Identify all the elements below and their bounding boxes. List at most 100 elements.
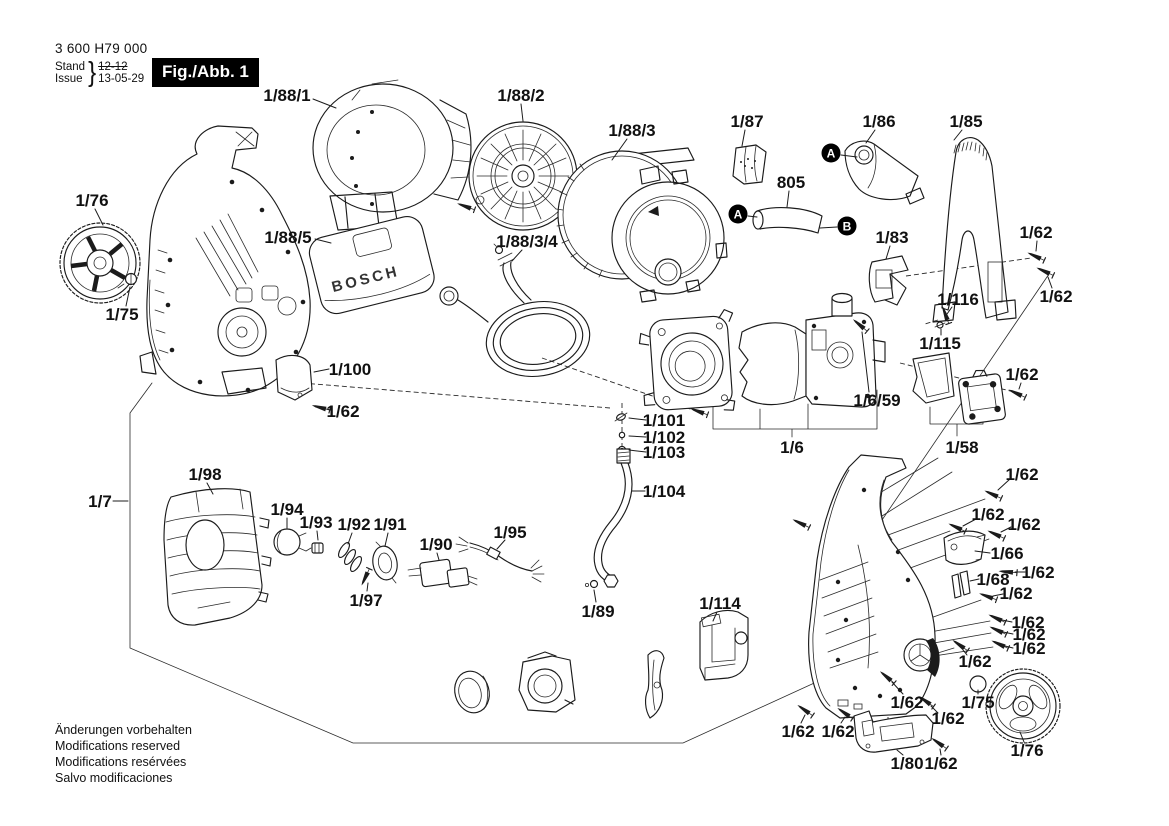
part-label-1-75: 1/75: [961, 693, 994, 712]
leader-line: [125, 286, 131, 307]
leader-line: [939, 748, 942, 756]
part-seal-101: [614, 412, 628, 422]
part-label-1-93: 1/93: [299, 513, 332, 532]
marker-letter: A: [827, 147, 836, 161]
part-label-1-91: 1/91: [373, 515, 406, 534]
part-label-1-88-1: 1/88/1: [263, 86, 310, 105]
part-clip-68: [951, 570, 971, 599]
part-ring-81: [454, 670, 490, 714]
part-label-1-62: 1/62: [821, 722, 854, 741]
part-label-1-104: 1/104: [643, 482, 686, 501]
part-label-1-94: 1/94: [270, 500, 304, 519]
part-motor-flange: [638, 309, 736, 411]
part-cover-100: [275, 354, 313, 401]
leader-line: [1002, 631, 1014, 635]
issue-date: 13-05-29: [98, 73, 145, 86]
part-drum: [555, 147, 728, 303]
part-label-1-62: 1/62: [1005, 365, 1038, 384]
part-label-1-62: 1/62: [1012, 639, 1045, 658]
leader-line: [885, 245, 891, 260]
part-washer-89: [585, 579, 599, 589]
part-label-1-115: 1/115: [919, 334, 961, 353]
connection-markers: A A B: [728, 143, 857, 236]
stand-label: Stand: [55, 61, 86, 74]
part-label-1-62: 1/62: [1039, 287, 1072, 306]
part-right-housing: [808, 454, 940, 719]
leader-line: [313, 368, 330, 373]
part-label-805: 805: [777, 173, 805, 192]
leader-line: [312, 98, 337, 109]
header-block: 3 600 H79 000 Stand Issue } 12-12 13-05-…: [55, 41, 147, 88]
part-handle-frame: [932, 137, 1017, 323]
leader-line: [930, 705, 939, 714]
part-label-1-86: 1/86: [862, 112, 895, 131]
part-label-1-62: 1/62: [1021, 563, 1054, 582]
part-label-1-62: 1/62: [1012, 625, 1045, 644]
leader-line: [712, 611, 718, 622]
marker-circle-B: [837, 216, 857, 236]
part-seal-102: [618, 431, 626, 439]
part-label-1-76: 1/76: [1010, 741, 1043, 760]
part-clamp-114: [699, 609, 749, 681]
leader-line: [366, 582, 369, 592]
part-coiled-hose: [439, 243, 591, 378]
marker-letter: B: [843, 220, 852, 234]
part-washer-115: [934, 321, 946, 329]
part-lance-tube: [593, 448, 633, 588]
part-label-1-62: 1/62: [326, 402, 359, 421]
part-label-1-62: 1/62: [971, 505, 1004, 524]
leader-line: [840, 716, 846, 724]
part-label-1-80: 1/80: [890, 754, 923, 773]
part-wheel-right: [985, 668, 1061, 744]
part-label-1-6: 1/6: [780, 438, 804, 457]
part-label-1-62: 1/62: [1005, 465, 1038, 484]
leader-line: [865, 129, 876, 144]
leader-line: [436, 552, 440, 561]
leader-line: [611, 138, 628, 161]
leader-line: [891, 681, 904, 695]
leader-line: [974, 550, 991, 554]
part-handle-grip: [844, 140, 925, 205]
leader-line: [1001, 619, 1013, 623]
disclaimer-line: Änderungen vorbehalten: [55, 723, 192, 737]
part-reel-housing: [312, 79, 472, 231]
part-vent-grille: [163, 488, 272, 626]
leader-line: [819, 226, 838, 229]
part-label-1-66: 1/66: [990, 544, 1023, 563]
part-label-1-58: 1/58: [945, 438, 978, 457]
part-label-1-62: 1/62: [1007, 515, 1040, 534]
part-label-1-90: 1/90: [419, 535, 452, 554]
part-foot-bracket: [853, 710, 934, 753]
leader-line: [741, 129, 746, 147]
marker-letter: A: [734, 208, 743, 222]
leader-line: [94, 208, 104, 226]
part-label-1-97: 1/97: [349, 591, 382, 610]
part-label-1-88-2: 1/88/2: [497, 86, 544, 105]
leader-line: [962, 518, 977, 527]
disclaimer-line: Salvo modificaciones: [55, 771, 173, 785]
part-hose-reel: [468, 121, 578, 231]
part-wheel-left: [59, 222, 141, 304]
part-flange-91: [372, 541, 398, 584]
part-label-1-101: 1/101: [643, 411, 686, 430]
leader-lines: [94, 98, 1053, 756]
part-label-1-75: 1/75: [105, 305, 138, 324]
leader-line: [1004, 645, 1014, 649]
part-label-1-62: 1/62: [890, 693, 923, 712]
part-label-1-88-3: 1/88/3: [608, 121, 655, 140]
part-label-1-62: 1/62: [781, 722, 814, 741]
marker-circle-A: [821, 143, 841, 163]
part-label-1-62: 1/62: [924, 754, 957, 773]
leader-line: [969, 578, 980, 582]
part-label-1-98: 1/98: [188, 465, 221, 484]
revision-block: Stand Issue } 12-12 13-05-29: [55, 57, 147, 88]
part-label-1-92: 1/92: [337, 515, 370, 534]
leader-line: [896, 749, 904, 756]
part-label-1-114: 1/114: [699, 594, 741, 613]
part-coupling-82: [518, 651, 576, 713]
part-grip-pad: [732, 144, 767, 185]
leader-line: [786, 190, 790, 208]
part-contact-93: [305, 542, 324, 554]
